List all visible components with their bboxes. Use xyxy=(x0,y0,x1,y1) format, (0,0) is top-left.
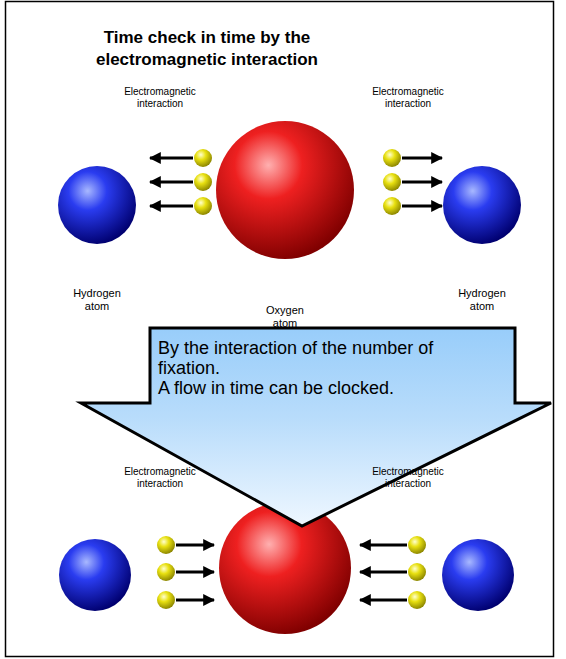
force-arrow xyxy=(176,599,214,602)
text-holder: Hydrogen atom xyxy=(454,287,510,313)
particle xyxy=(408,536,426,554)
force-arrow xyxy=(402,205,442,208)
particle xyxy=(157,536,175,554)
particle xyxy=(157,591,175,609)
force-arrow xyxy=(150,205,193,208)
particle xyxy=(157,563,175,581)
particle xyxy=(194,197,212,215)
atom-sphere xyxy=(57,165,137,245)
oxygen-atom: Oxygen atom xyxy=(215,120,355,260)
force-arrow xyxy=(150,157,193,160)
atom-label: Hydrogen atom xyxy=(454,287,510,313)
hydrogen-atom: Hydrogen atom xyxy=(57,165,137,245)
diagram-title: Time check in time by the electromagneti… xyxy=(70,27,344,71)
text-holder: Oxygen atom xyxy=(257,304,313,330)
force-label: Electromagnetic interaction xyxy=(366,466,450,490)
force-label: Electromagnetic interaction xyxy=(366,86,450,110)
atom-label: Oxygen atom xyxy=(257,304,313,330)
particle xyxy=(383,173,401,191)
particle xyxy=(408,591,426,609)
force-label: Electromagnetic interaction xyxy=(118,86,202,110)
text-holder: Hydrogen atom xyxy=(69,287,125,313)
force-arrow xyxy=(150,181,193,184)
hydrogen-sphere xyxy=(59,539,131,611)
force-arrow xyxy=(176,544,214,547)
text-holder: By the interaction of the number of fixa… xyxy=(158,338,498,398)
force-arrow xyxy=(360,599,407,602)
force-label: Electromagnetic interaction xyxy=(118,466,202,490)
force-arrow xyxy=(360,571,407,574)
oxygen-sphere xyxy=(219,502,351,634)
particle xyxy=(194,149,212,167)
force-arrow xyxy=(360,544,407,547)
force-arrow xyxy=(402,157,442,160)
arrow-text: A flow in time can be clocked. xyxy=(158,378,498,398)
particle xyxy=(194,173,212,191)
flow-arrow: By the interaction of the number of fixa… xyxy=(78,326,554,530)
atom-sphere xyxy=(442,165,522,245)
hydrogen-sphere xyxy=(442,539,514,611)
atom-label: Hydrogen atom xyxy=(69,287,125,313)
atom-sphere xyxy=(443,166,521,244)
frame xyxy=(6,2,554,657)
hydrogen-atom: Hydrogen atom xyxy=(442,165,522,245)
atom-sphere xyxy=(215,120,355,260)
arrow-outline xyxy=(81,328,551,526)
atom-sphere xyxy=(58,166,136,244)
force-arrow xyxy=(402,181,442,184)
particle xyxy=(383,149,401,167)
arrow-text: By the interaction of the number of fixa… xyxy=(158,338,498,378)
force-arrow xyxy=(176,571,214,574)
particle xyxy=(408,563,426,581)
particle xyxy=(383,197,401,215)
atom-sphere xyxy=(216,121,354,259)
